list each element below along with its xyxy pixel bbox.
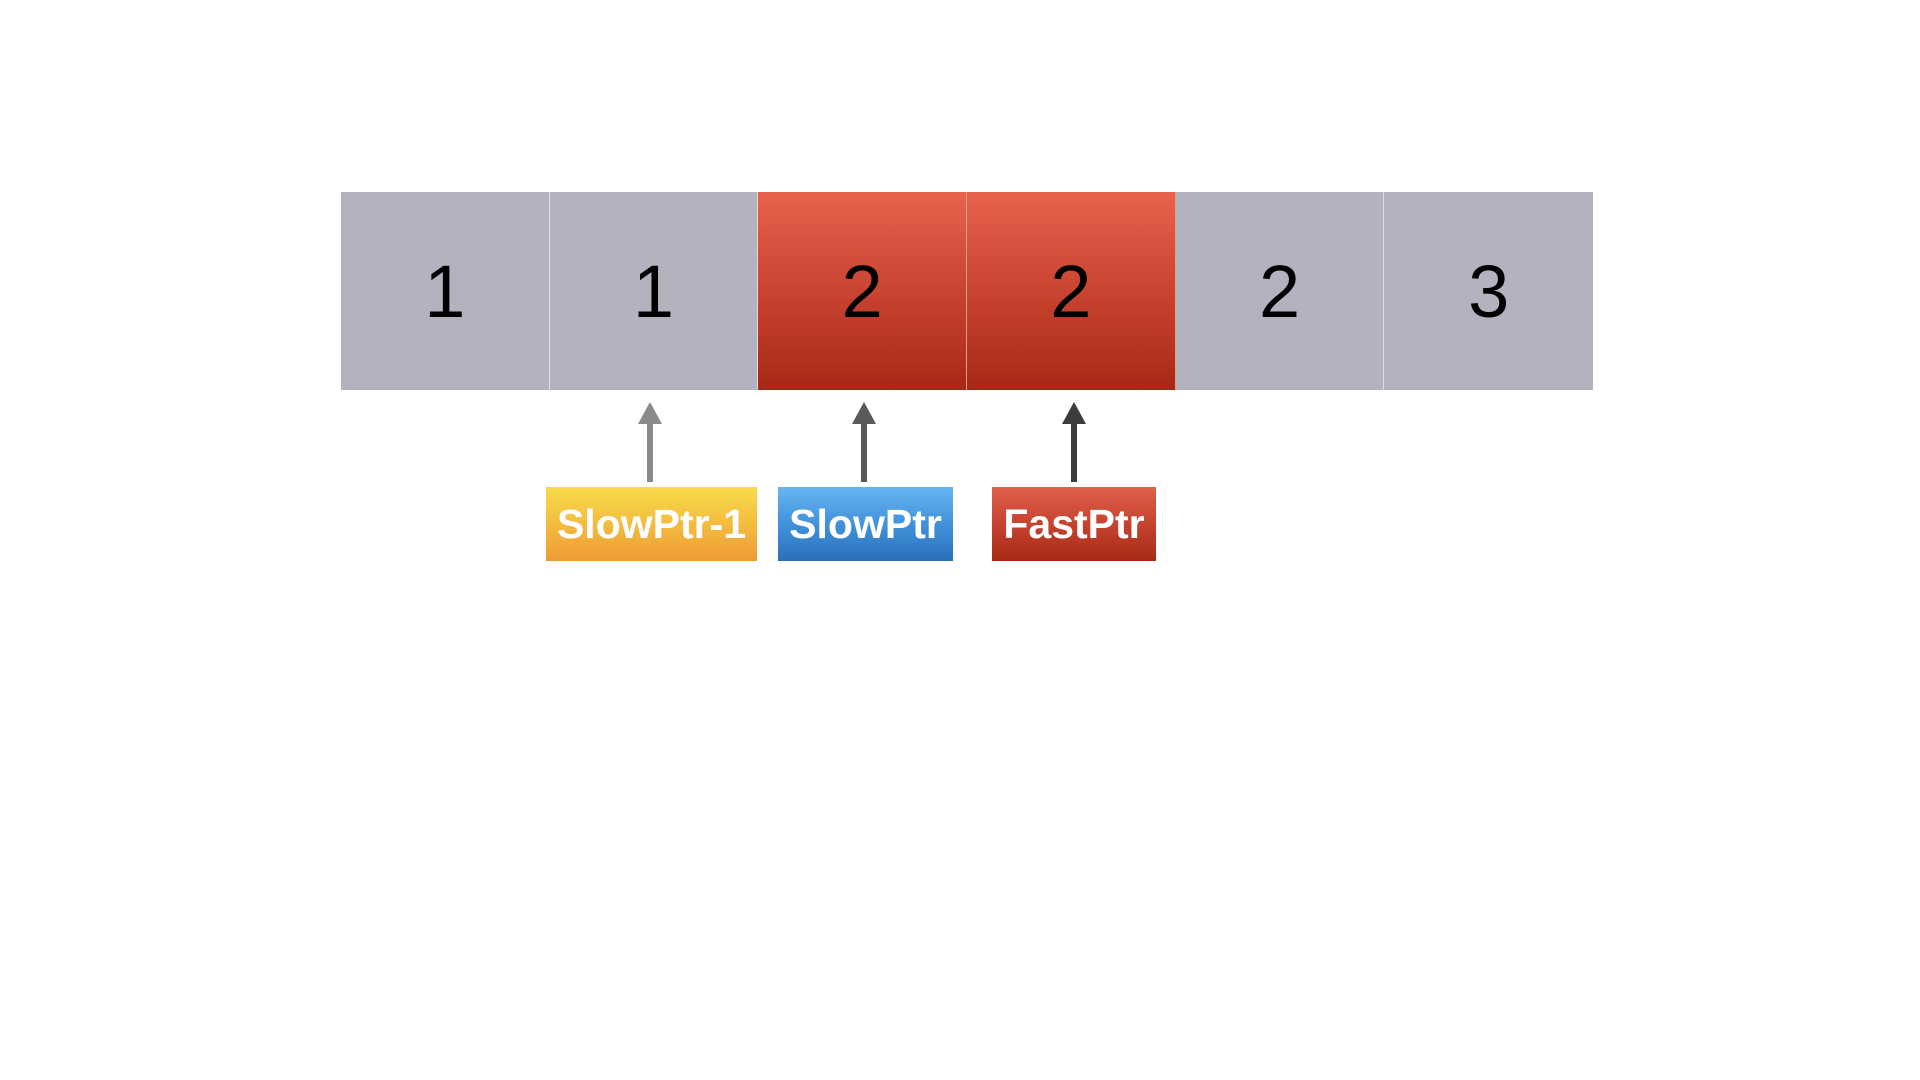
fastptr-arrow-icon bbox=[1062, 402, 1086, 482]
array-cell-2: 2 bbox=[758, 192, 968, 390]
array-cell-3: 2 bbox=[967, 192, 1176, 390]
slowptr-minus-1-arrow-icon bbox=[638, 402, 662, 482]
array-cell-4: 2 bbox=[1175, 192, 1385, 390]
array-cell-1: 1 bbox=[549, 192, 759, 390]
slowptr-label: SlowPtr bbox=[778, 487, 953, 561]
fastptr-label: FastPtr bbox=[992, 487, 1156, 561]
slowptr-arrow-icon bbox=[852, 402, 876, 482]
slowptr-minus-1-label: SlowPtr-1 bbox=[546, 487, 757, 561]
array-cell-5: 3 bbox=[1384, 192, 1594, 390]
array-cell-0: 1 bbox=[341, 192, 550, 390]
array: 1 1 2 2 2 3 bbox=[341, 192, 1594, 390]
